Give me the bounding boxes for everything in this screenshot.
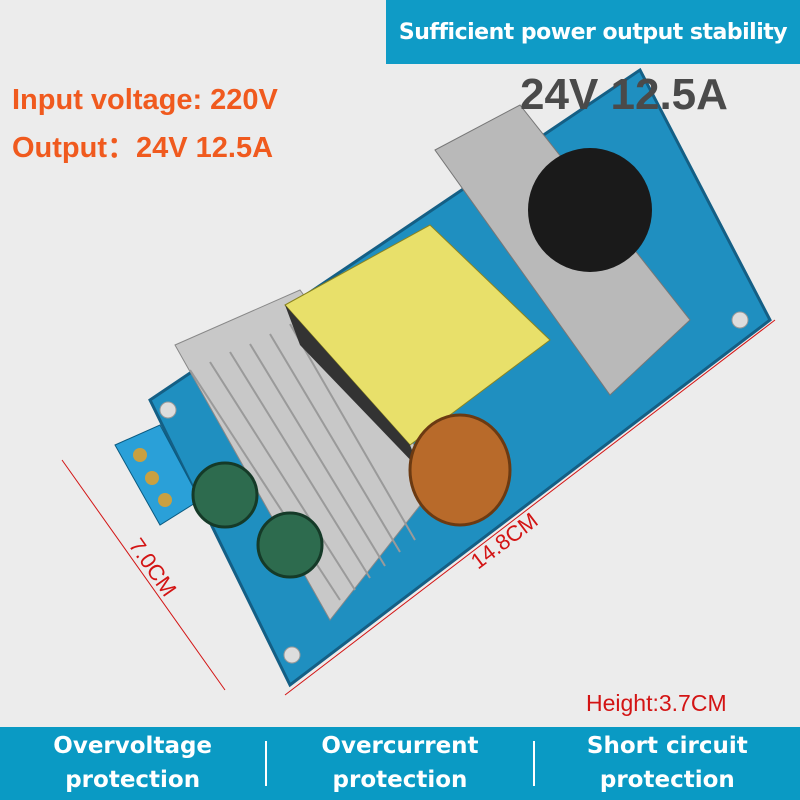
output-text: Output：24V 12.5A xyxy=(12,132,274,164)
mount-hole xyxy=(731,311,749,329)
divider xyxy=(532,741,535,786)
feature-short-circuit: Short circuit protection xyxy=(535,727,800,800)
height-label: Height:3.7CM xyxy=(586,690,727,716)
feature-title: Overvoltage xyxy=(53,733,213,759)
mount-hole xyxy=(283,646,301,664)
feature-subtitle: protection xyxy=(65,767,201,793)
feature-subtitle: protection xyxy=(332,767,468,793)
feature-overvoltage: Overvoltage protection xyxy=(0,727,265,800)
feature-overcurrent: Overcurrent protection xyxy=(267,727,532,800)
input-voltage-text: Input voltage: 220V xyxy=(12,84,278,116)
stability-banner: Sufficient power output stability xyxy=(386,0,800,64)
feature-subtitle: protection xyxy=(599,767,735,793)
feature-title: Short circuit xyxy=(586,733,748,759)
capacitor-large xyxy=(528,148,652,272)
features-bar: Overvoltage protection Overcurrent prote… xyxy=(0,727,800,800)
feature-title: Overcurrent xyxy=(321,733,479,759)
inductor-coil xyxy=(408,413,512,527)
width-label: 7.0CM xyxy=(124,534,182,601)
capacitor xyxy=(191,461,259,529)
length-dimension-line xyxy=(284,319,776,696)
divider xyxy=(265,741,268,786)
mount-hole xyxy=(159,401,177,419)
width-dimension-line xyxy=(61,459,226,691)
spec-heading: 24V 12.5A xyxy=(520,70,728,119)
transformer-core xyxy=(285,305,420,470)
capacitor xyxy=(256,511,324,579)
